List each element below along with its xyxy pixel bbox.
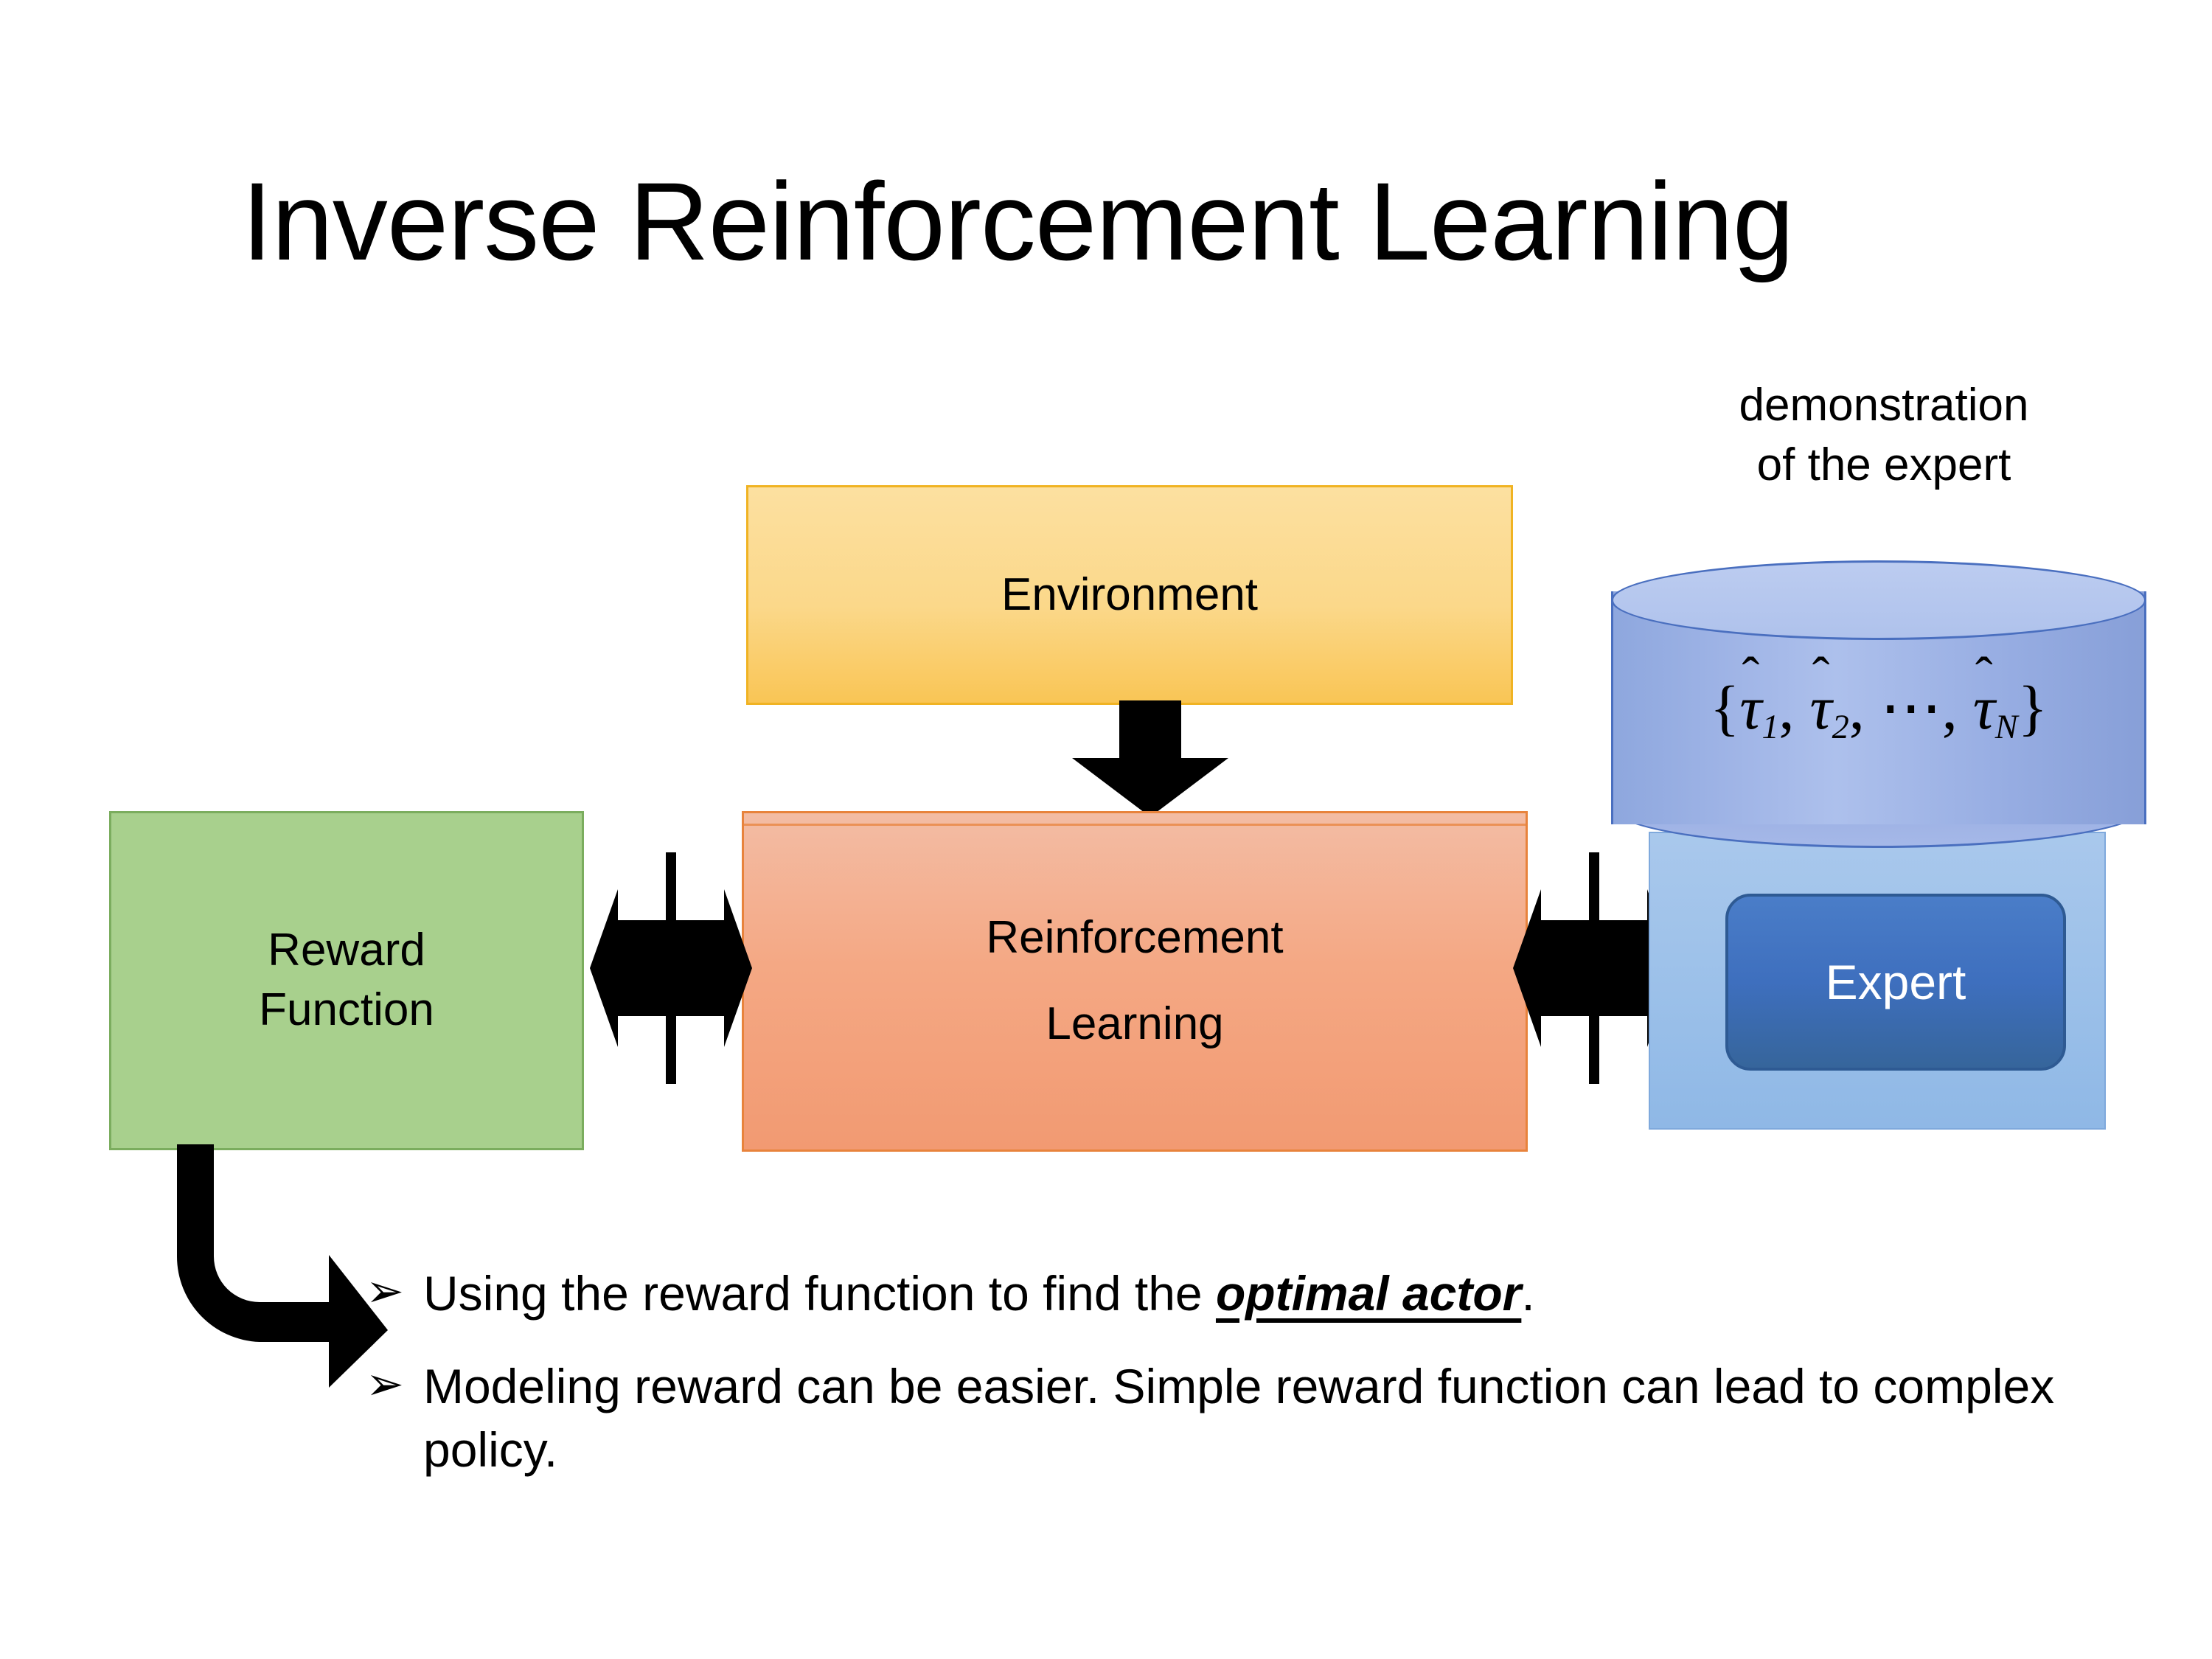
reward-box-label-line2: Function (259, 984, 434, 1035)
tau-2-subscript: 2 (1832, 707, 1849, 745)
arrow-reward-to-rl-icon (590, 852, 752, 1084)
bullet-arrow-icon: ➢ (366, 1266, 404, 1317)
comma-2: , (1848, 674, 1865, 742)
demonstration-caption: demonstration of the expert (1633, 376, 2135, 495)
cylinder-trajectory-set-label: {̂τ1, ̂τ2, ⋯, ̂τN} (1611, 671, 2146, 745)
list-item: ➢ Using the reward function to find the … (366, 1262, 2076, 1326)
expert-box: Expert (1725, 894, 2066, 1071)
brace-open: { (1710, 674, 1740, 742)
arrow-environment-to-rl-icon (1072, 700, 1228, 817)
comma-1: , (1778, 674, 1795, 742)
ellipsis: ⋯ (1879, 674, 1942, 742)
bullet-1-text-after: . (1521, 1266, 1535, 1321)
bullet-1-emphasis: optimal actor (1215, 1266, 1522, 1321)
rl-box-label-line1: Reinforcement (986, 912, 1284, 964)
bullet-1-text-before: Using the reward function to find the (423, 1266, 1216, 1321)
tau-1: τ (1739, 674, 1762, 742)
bullet-text-2: Modeling reward can be easier. Simple re… (423, 1358, 2055, 1477)
arrow-reward-to-bullets-icon (176, 1144, 388, 1388)
environment-box-label: Environment (1001, 568, 1259, 620)
tau-n-subscript: N (1994, 707, 2018, 745)
list-item: ➢ Modeling reward can be easier. Simple … (366, 1355, 2076, 1482)
bullet-arrow-icon: ➢ (366, 1358, 404, 1410)
environment-box: Environment (746, 485, 1513, 705)
bullet-text-1: Using the reward function to find the op… (423, 1262, 2076, 1326)
comma-3: , (1941, 674, 1958, 742)
tau-n: τ (1972, 674, 1995, 742)
rl-box-label-line2: Learning (1046, 998, 1224, 1049)
reward-function-box: Reward Function (109, 811, 584, 1150)
expert-box-label: Expert (1825, 955, 1966, 1009)
rl-box-accent-line (744, 824, 1526, 826)
demonstration-caption-line2: of the expert (1756, 439, 2011, 490)
reinforcement-learning-box: Reinforcement Learning (742, 811, 1528, 1152)
reward-box-label-line1: Reward (268, 925, 425, 976)
tau-2: τ (1809, 674, 1832, 742)
page-title: Inverse Reinforcement Learning (241, 159, 1795, 283)
cylinder-top-ellipse (1611, 560, 2146, 640)
tau-1-subscript: 1 (1761, 707, 1779, 745)
brace-close: } (2017, 674, 2048, 742)
bullet-list: ➢ Using the reward function to find the … (366, 1262, 2076, 1511)
demonstration-caption-line1: demonstration (1739, 380, 2029, 431)
demonstration-cylinder: {̂τ1, ̂τ2, ⋯, ̂τN} (1611, 560, 2146, 854)
arrow-rl-to-expert-icon (1513, 852, 1675, 1084)
